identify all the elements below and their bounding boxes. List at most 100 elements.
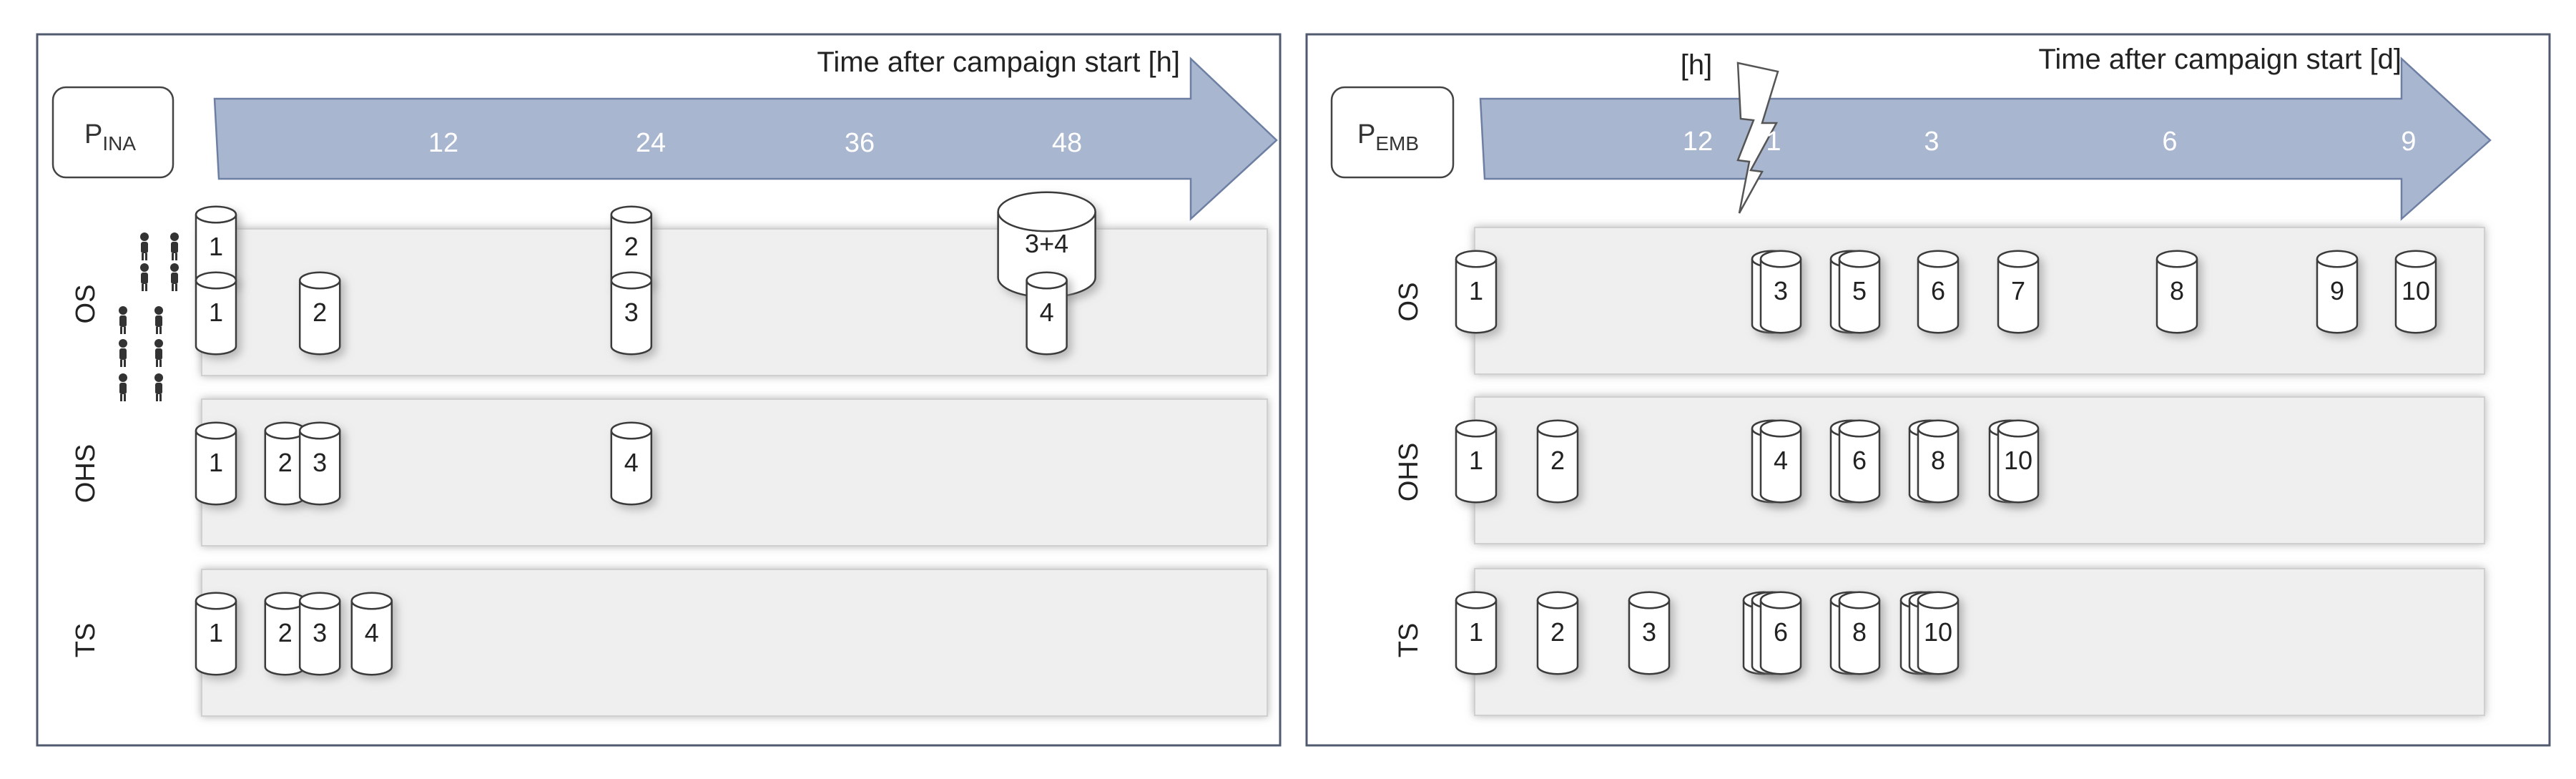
sample-cylinder: 3 bbox=[610, 271, 653, 356]
sample-cylinder: 6 bbox=[1838, 419, 1881, 504]
sample-number: 2 bbox=[278, 448, 292, 477]
sample-cylinder: 2 bbox=[1536, 591, 1579, 675]
sample-cylinder: 10 bbox=[1917, 591, 1960, 675]
cylinder-top bbox=[1997, 419, 2040, 438]
tick-label-6d: 6 bbox=[2162, 127, 2177, 157]
sample-cylinder: 1 bbox=[195, 592, 237, 676]
sample-number: 6 bbox=[1774, 617, 1788, 647]
sample-number: 8 bbox=[1931, 446, 1945, 475]
sample-number: 1 bbox=[209, 298, 223, 327]
person-icon bbox=[154, 373, 163, 401]
lane-ts bbox=[1474, 568, 2485, 716]
sample-cylinder: 2 bbox=[1536, 419, 1579, 504]
sample-cylinder: 8 bbox=[2155, 250, 2198, 334]
cylinder-top bbox=[1536, 591, 1579, 609]
sample-cylinder: 10 bbox=[1997, 419, 2040, 504]
lane-ohs bbox=[201, 398, 1268, 547]
sample-number: 1 bbox=[209, 448, 223, 477]
panel-label: PINA bbox=[84, 119, 136, 155]
time-arrow bbox=[213, 57, 1278, 221]
row-label-ts: TS bbox=[71, 623, 101, 658]
sample-number: 9 bbox=[2330, 276, 2344, 305]
axis-title: Time after campaign start [h] bbox=[817, 46, 1180, 78]
person-icon bbox=[140, 263, 149, 291]
sample-number: 2 bbox=[278, 618, 292, 647]
sample-cylinder: 2 bbox=[298, 271, 341, 356]
row-label-os: OS bbox=[1394, 283, 1424, 322]
sample-number: 2 bbox=[1550, 617, 1565, 647]
sample-number: 3+4 bbox=[1025, 229, 1068, 258]
sample-cylinder: 6 bbox=[1759, 591, 1802, 675]
cylinder-top bbox=[195, 421, 237, 440]
sample-number: 1 bbox=[209, 618, 223, 647]
cylinder-top bbox=[1997, 250, 2040, 268]
cylinder-top bbox=[1455, 419, 1498, 438]
sample-number: 2 bbox=[313, 298, 327, 327]
sample-cylinder: 3 bbox=[1759, 250, 1802, 334]
cylinder-top bbox=[1838, 250, 1881, 268]
cylinder-top bbox=[1628, 591, 1671, 609]
cylinder-top bbox=[1455, 250, 1498, 268]
sample-cylinder: 1 bbox=[195, 271, 237, 356]
person-icon bbox=[170, 263, 179, 291]
sample-cylinder: 1 bbox=[195, 421, 237, 506]
cylinder-top bbox=[610, 271, 653, 290]
sample-number: 4 bbox=[365, 618, 379, 647]
cylinder-top bbox=[298, 592, 341, 610]
cylinder-top bbox=[195, 271, 237, 290]
person-icon-group bbox=[119, 232, 179, 401]
sample-number: 10 bbox=[2004, 446, 2032, 475]
sample-number: 6 bbox=[1852, 446, 1867, 475]
sample-cylinder: 3 bbox=[298, 592, 341, 676]
panel-label: PEMB bbox=[1357, 119, 1419, 155]
sample-cylinder: 7 bbox=[1997, 250, 2040, 334]
sample-number: 3 bbox=[1642, 617, 1656, 647]
cylinder-top bbox=[610, 421, 653, 440]
tick-label-48: 48 bbox=[1052, 128, 1082, 158]
sample-number: 4 bbox=[624, 448, 639, 477]
tick-label-12h: 12 bbox=[1683, 127, 1713, 157]
cylinder-top bbox=[1917, 591, 1960, 609]
sample-number: 5 bbox=[1852, 276, 1867, 305]
sample-number: 3 bbox=[1774, 276, 1788, 305]
sample-number: 1 bbox=[1469, 446, 1483, 475]
cylinder-top bbox=[298, 271, 341, 290]
cylinder-top bbox=[1917, 250, 1960, 268]
sample-number: 4 bbox=[1774, 446, 1788, 475]
cylinder-top bbox=[1838, 591, 1881, 609]
cylinder-top bbox=[1026, 271, 1068, 290]
cylinder-top bbox=[2394, 250, 2437, 268]
sample-number: 4 bbox=[1040, 298, 1054, 327]
sample-cylinder: 4 bbox=[610, 421, 653, 506]
cylinder-top bbox=[1838, 419, 1881, 438]
sample-number: 10 bbox=[1924, 617, 1952, 647]
panel-label-box bbox=[1330, 86, 1455, 179]
sample-cylinder: 6 bbox=[1917, 250, 1960, 334]
tick-label-3d: 3 bbox=[1924, 127, 1939, 157]
sample-number: 6 bbox=[1931, 276, 1945, 305]
sample-cylinder: 1 bbox=[195, 205, 237, 290]
tick-label-12: 12 bbox=[428, 128, 458, 158]
lane-os bbox=[1474, 227, 2485, 375]
cylinder-top bbox=[2316, 250, 2359, 268]
sample-number: 8 bbox=[1852, 617, 1867, 647]
sample-cylinder: 10 bbox=[2394, 250, 2437, 334]
sample-cylinder: 5 bbox=[1838, 250, 1881, 334]
sample-number: 1 bbox=[1469, 276, 1483, 305]
sample-cylinder: 9 bbox=[2316, 250, 2359, 334]
cylinder-top bbox=[610, 205, 653, 224]
person-icon bbox=[140, 232, 149, 260]
person-icon bbox=[119, 339, 127, 367]
cylinder-top bbox=[1536, 419, 1579, 438]
row-label-ohs: OHS bbox=[1394, 443, 1424, 501]
cylinder-top bbox=[1759, 591, 1802, 609]
sample-cylinder: 3 bbox=[1628, 591, 1671, 675]
sample-cylinder: 1 bbox=[1455, 591, 1498, 675]
tick-label-1d: 1 bbox=[1766, 127, 1781, 157]
row-label-ohs: OHS bbox=[71, 444, 101, 503]
lane-ohs bbox=[1474, 396, 2485, 544]
lane-os bbox=[201, 228, 1268, 376]
tick-label-24: 24 bbox=[636, 128, 666, 158]
row-label-ts: TS bbox=[1394, 623, 1424, 658]
